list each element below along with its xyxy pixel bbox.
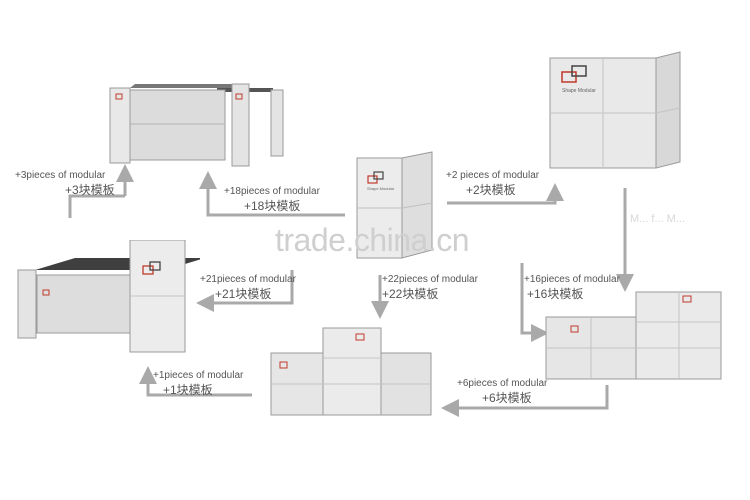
step-en: +22pieces of modular bbox=[382, 274, 478, 285]
step-en: +18pieces of modular bbox=[224, 186, 320, 197]
step-label-22: +22pieces of modular +22块模板 bbox=[382, 274, 478, 300]
step-en: +16pieces of modular bbox=[524, 274, 620, 285]
booth-center: Shape Modular bbox=[356, 151, 433, 259]
step-label-18: +18pieces of modular +18块模板 bbox=[224, 186, 320, 212]
booth-top-right: Shape Modular bbox=[549, 51, 681, 169]
booth-top-left bbox=[109, 83, 284, 167]
step-cn: +2块模板 bbox=[466, 183, 516, 197]
step-cn: +6块模板 bbox=[482, 391, 532, 405]
step-en: +21pieces of modular bbox=[200, 274, 296, 285]
booth-right-bottom bbox=[545, 291, 722, 380]
step-label-3: +3pieces of modular +3块模板 bbox=[15, 170, 115, 196]
step-en: +3pieces of modular bbox=[15, 170, 106, 181]
arrow-3 bbox=[68, 194, 125, 218]
svg-text:Shape Modular: Shape Modular bbox=[562, 88, 596, 94]
step-cn: +3块模板 bbox=[65, 183, 115, 197]
arrow-2 bbox=[447, 183, 564, 205]
svg-text:Shape Modular: Shape Modular bbox=[367, 186, 395, 191]
arrow-6 bbox=[441, 385, 609, 417]
step-cn: +1块模板 bbox=[163, 383, 213, 397]
ghost-text: M... f... M... bbox=[630, 213, 685, 225]
step-label-16: +16pieces of modular +16块模板 bbox=[524, 274, 620, 300]
arrow-18 bbox=[199, 171, 345, 217]
step-en: +2 pieces of modular bbox=[446, 170, 540, 181]
arrow-1 bbox=[139, 366, 252, 397]
step-cn: +21块模板 bbox=[215, 287, 272, 301]
step-cn: +18块模板 bbox=[244, 199, 301, 213]
step-en: +1pieces of modular bbox=[153, 370, 244, 381]
step-label-2: +2 pieces of modular +2块模板 bbox=[446, 170, 539, 196]
booth-left-middle bbox=[17, 240, 200, 353]
arrow-21 bbox=[196, 270, 294, 312]
step-cn: +16块模板 bbox=[527, 287, 584, 301]
watermark: trade.china.cn bbox=[275, 222, 470, 258]
step-label-21: +21pieces of modular +21块模板 bbox=[200, 274, 296, 300]
booth-center-bottom bbox=[270, 327, 432, 416]
step-label-1: +1pieces of modular +1块模板 bbox=[153, 370, 243, 396]
step-cn: +22块模板 bbox=[382, 287, 439, 301]
step-en: +6pieces of modular bbox=[457, 378, 548, 389]
step-label-6: +6pieces of modular +6块模板 bbox=[457, 378, 547, 404]
arrow-16 bbox=[520, 263, 549, 342]
